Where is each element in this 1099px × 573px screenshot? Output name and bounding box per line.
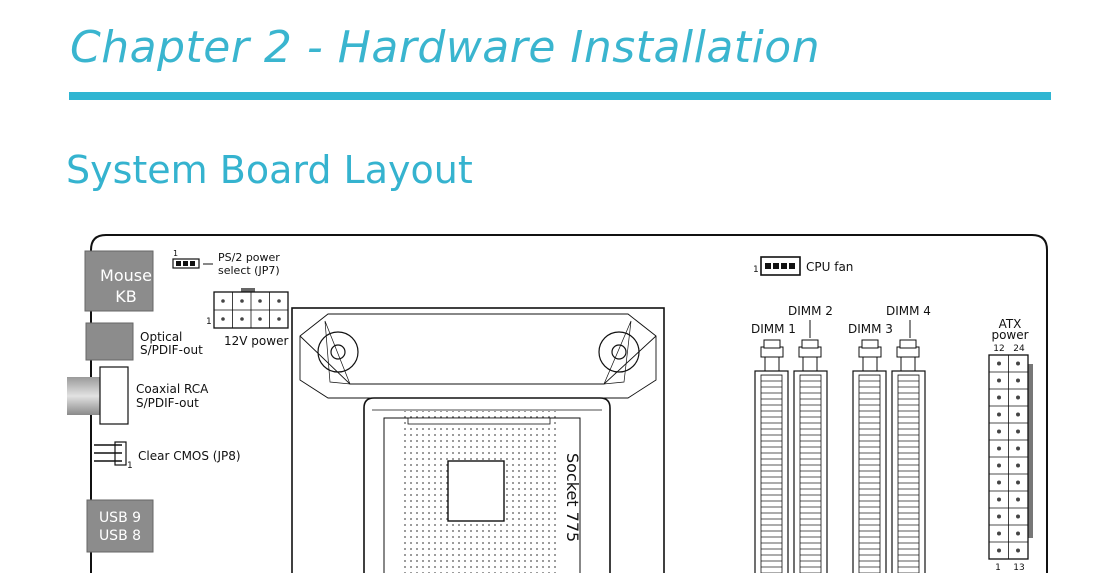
atx-pin <box>1016 395 1020 400</box>
12v-pin1: 1 <box>206 317 212 327</box>
ps2-label: PS/2 power <box>218 251 280 264</box>
cpu-fan-pin1: 1 <box>753 265 759 275</box>
ps2-sub-label: select (JP7) <box>218 264 280 277</box>
cpu-socket <box>291 307 665 573</box>
atx-power-connector: ATX power 12 24 1 13 <box>988 317 1033 573</box>
dimm4-label: DIMM 4 <box>886 304 931 318</box>
atx-pin <box>997 497 1001 502</box>
cpu-fan-connector: 1 CPU fan <box>753 256 853 276</box>
dimm-slot-2 <box>793 339 828 573</box>
clear-cmos-label: Clear CMOS (JP8) <box>138 449 241 463</box>
chapter-divider <box>69 92 1051 100</box>
section-title: System Board Layout <box>66 148 473 192</box>
dimm2-label: DIMM 2 <box>788 304 833 318</box>
atx-pin24: 24 <box>1013 344 1025 354</box>
atx-pin <box>1016 412 1020 417</box>
atx-pin <box>1016 548 1020 553</box>
atx-pin <box>1016 531 1020 536</box>
ps2-pin1: 1 <box>173 249 178 258</box>
atx-pin12: 12 <box>993 344 1004 354</box>
mouse-kb-port: Mouse KB <box>84 250 154 312</box>
optical-label: Optical <box>140 330 182 344</box>
atx-pin <box>997 395 1001 400</box>
atx-sub-label: power <box>991 328 1028 342</box>
ps2-power-jumper: 1 PS/2 power select (JP7) <box>172 249 280 277</box>
atx-pin <box>1016 446 1020 451</box>
optical-sub-label: S/PDIF-out <box>140 343 203 357</box>
kb-label: KB <box>115 287 136 306</box>
atx-pin <box>1016 361 1020 366</box>
dimm-slot-1 <box>754 339 789 573</box>
atx-pin <box>1016 480 1020 485</box>
12v-power-connector: 1 12V power <box>206 288 289 348</box>
usb8-label: USB 8 <box>99 528 141 544</box>
dimm-slot-3 <box>852 339 887 573</box>
usb-port: USB 9 USB 8 <box>86 499 154 553</box>
atx-pin <box>997 548 1001 553</box>
atx-pin <box>1016 514 1020 519</box>
atx-pin <box>1016 497 1020 502</box>
dimm-slot-4 <box>891 339 926 573</box>
atx-pin <box>997 514 1001 519</box>
optical-spdif-port: Optical S/PDIF-out <box>85 322 203 361</box>
atx-pin <box>997 378 1001 383</box>
atx-pin <box>997 429 1001 434</box>
atx-pin <box>997 480 1001 485</box>
usb9-label: USB 9 <box>99 510 141 526</box>
mouse-label: Mouse <box>100 266 152 285</box>
atx-pin <box>997 446 1001 451</box>
cpu-fan-label: CPU fan <box>806 260 853 274</box>
coaxial-rca-port: Coaxial RCA S/PDIF-out <box>67 366 209 425</box>
coax-sub-label: S/PDIF-out <box>136 396 199 410</box>
atx-pin <box>1016 463 1020 468</box>
atx-pin <box>997 463 1001 468</box>
socket-label: Socket 775 <box>563 453 582 542</box>
atx-pin <box>1016 429 1020 434</box>
dimm3-label: DIMM 3 <box>848 322 893 336</box>
socket-screw-left <box>317 331 359 373</box>
atx-pin <box>997 412 1001 417</box>
socket-screw-right <box>598 331 640 373</box>
atx-pin13: 13 <box>1013 563 1024 573</box>
clear-cmos-jumper: 1 Clear CMOS (JP8) <box>94 441 241 471</box>
dimm1-label: DIMM 1 <box>751 322 796 336</box>
coax-label: Coaxial RCA <box>136 382 209 396</box>
atx-pin <box>1016 378 1020 383</box>
board-outline <box>90 234 1048 573</box>
atx-pin1: 1 <box>995 563 1001 573</box>
clear-cmos-pin1: 1 <box>127 461 133 471</box>
atx-pin <box>997 531 1001 536</box>
chapter-title: Chapter 2 - Hardware Installation <box>70 22 821 73</box>
atx-pin <box>997 361 1001 366</box>
dimm-slots <box>754 339 926 573</box>
12v-power-label: 12V power <box>224 334 288 348</box>
atx-label: ATX <box>999 317 1022 331</box>
